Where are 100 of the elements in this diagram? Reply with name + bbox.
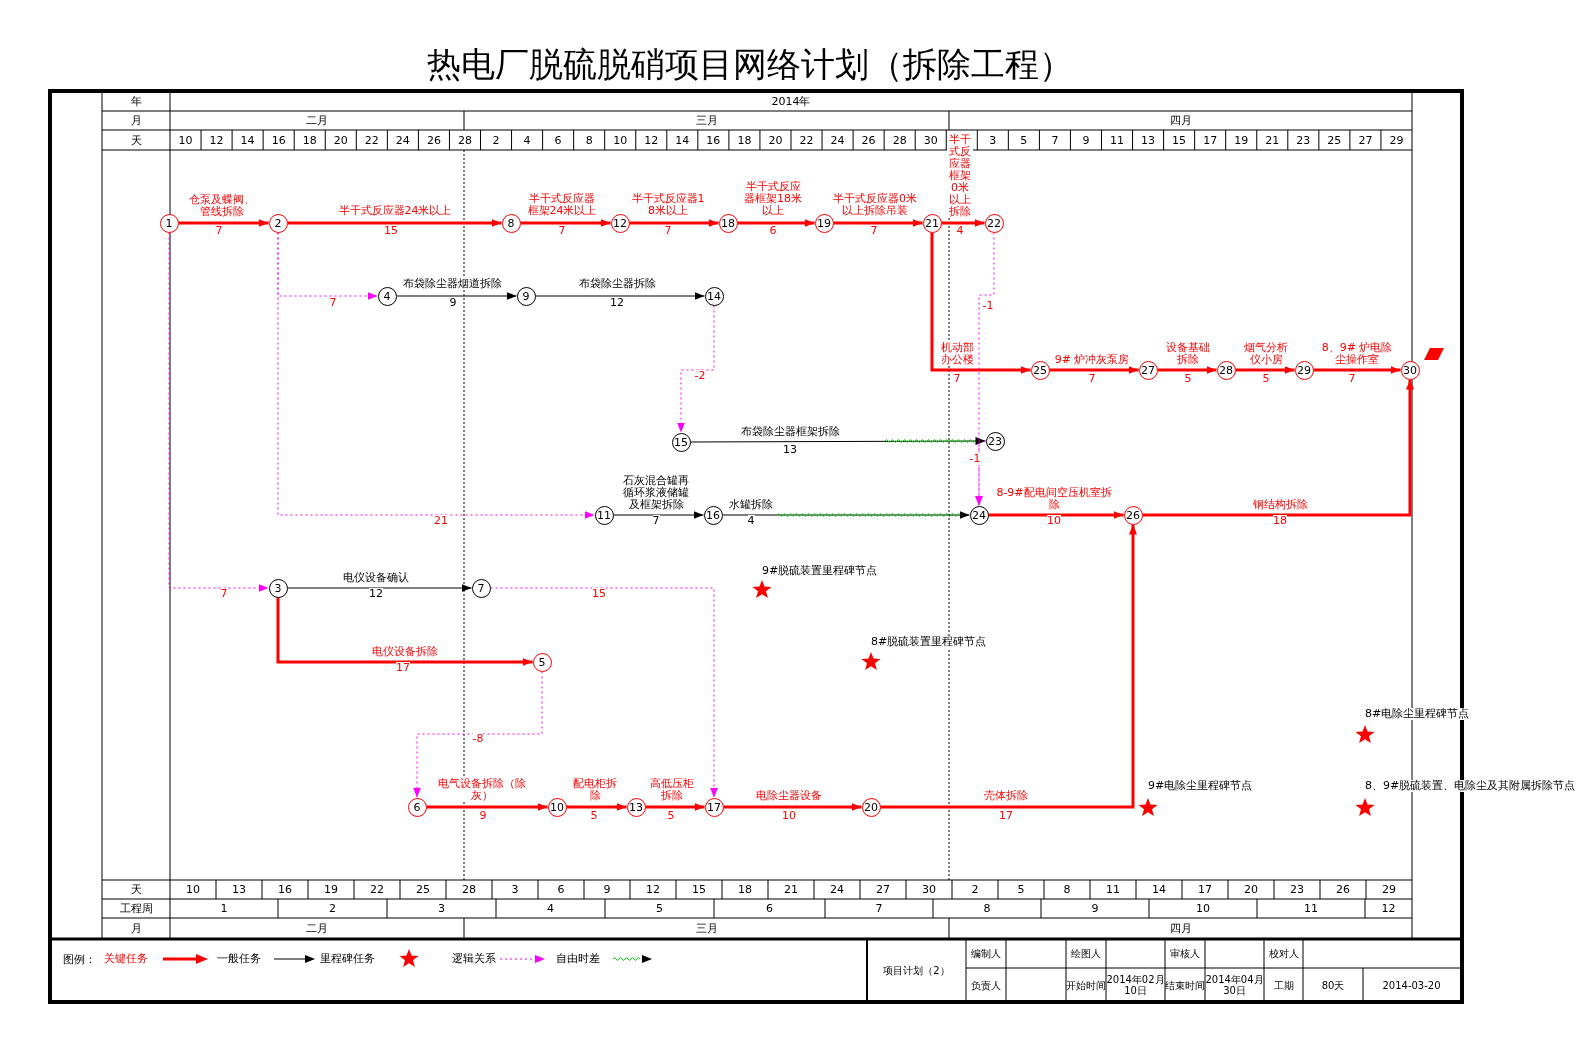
day-number: 8 bbox=[1063, 884, 1071, 895]
milestone-label: 8#电除尘里程碑节点 bbox=[1365, 708, 1470, 720]
duration-label: 17 bbox=[396, 662, 410, 674]
row-header: 年 bbox=[130, 96, 142, 107]
activity-label: 配电柜拆除 bbox=[570, 778, 620, 802]
week-number: 12 bbox=[1381, 903, 1396, 914]
row-header: 月 bbox=[130, 115, 142, 126]
day-number: 18 bbox=[302, 134, 317, 146]
month-label: 二月 bbox=[306, 115, 328, 126]
dotted-arrow bbox=[413, 671, 543, 798]
month-label: 二月 bbox=[306, 923, 328, 934]
arrow bbox=[722, 511, 970, 519]
duration-label: 7 bbox=[1348, 373, 1356, 385]
day-number: 16 bbox=[271, 134, 286, 146]
title-block-text: 2014年02月10日 bbox=[1106, 974, 1165, 996]
thick-arrow bbox=[1235, 366, 1295, 374]
day-number: 21 bbox=[1265, 134, 1280, 146]
day-number: 30 bbox=[923, 134, 938, 146]
duration-label: 4 bbox=[747, 515, 755, 527]
dotted-arrow bbox=[168, 232, 269, 592]
day-number: 11 bbox=[1106, 884, 1120, 895]
duration-label: 17 bbox=[999, 810, 1013, 822]
day-number: 5 bbox=[1020, 134, 1028, 146]
title-block-text: 负责人 bbox=[971, 979, 1001, 991]
week-number: 1 bbox=[220, 903, 228, 914]
thick-arrow bbox=[833, 219, 923, 227]
duration-label: 21 bbox=[434, 515, 448, 527]
week-number: 7 bbox=[875, 903, 883, 914]
thick-arrow bbox=[1142, 379, 1414, 517]
thick-arrow bbox=[426, 803, 548, 811]
activity-label: 水罐拆除 bbox=[729, 499, 773, 511]
day-number: 29 bbox=[1389, 134, 1404, 146]
day-number: 12 bbox=[644, 134, 659, 146]
day-number: 9 bbox=[1082, 134, 1090, 146]
activity-label: 钢结构拆除 bbox=[1252, 499, 1308, 511]
day-number: 12 bbox=[209, 134, 224, 146]
thick-arrow bbox=[178, 219, 269, 227]
row-header: 天 bbox=[130, 134, 142, 146]
month-label: 四月 bbox=[1169, 115, 1192, 126]
activity-label: 高低压柜拆除 bbox=[647, 778, 697, 802]
legend-label: 逻辑关系 bbox=[452, 952, 496, 965]
activity-label: 电仪设备拆除 bbox=[372, 646, 438, 658]
duration-label: 5 bbox=[667, 810, 675, 822]
activity-label: 半干式反应器24米以上 bbox=[338, 205, 452, 217]
title-block-text: 结束时间 bbox=[1165, 979, 1205, 991]
thick-arrow bbox=[723, 803, 862, 811]
day-number: 28 bbox=[457, 134, 472, 146]
thick-arrow bbox=[1157, 366, 1217, 374]
day-number: 28 bbox=[462, 884, 476, 895]
thick-arrow bbox=[520, 219, 611, 227]
activity-label: 半干式反应器18米以上 bbox=[630, 193, 706, 217]
legend-label: 里程碑任务 bbox=[320, 952, 375, 965]
title-block-text: 2014年04月30日 bbox=[1205, 974, 1264, 996]
day-number: 24 bbox=[830, 134, 845, 146]
arrow bbox=[613, 511, 704, 519]
activity-label: 半干式反应器框架0米以上拆除 bbox=[947, 134, 973, 218]
day-number: 27 bbox=[876, 884, 890, 895]
arrow bbox=[287, 584, 472, 592]
duration-label: 7 bbox=[1088, 373, 1096, 385]
title-block-text: 开始时间 bbox=[1066, 979, 1106, 991]
activity-label: 布袋除尘器拆除 bbox=[578, 278, 656, 290]
day-number: 16 bbox=[706, 134, 721, 146]
arrow bbox=[396, 292, 517, 300]
week-number: 5 bbox=[656, 903, 663, 914]
duration-label: 7 bbox=[220, 588, 228, 600]
duration-label: 5 bbox=[590, 810, 598, 822]
thick-arrow bbox=[287, 219, 502, 227]
day-number: 7 bbox=[1051, 134, 1059, 146]
diagram-title: 热电厂脱硫脱硝项目网络计划（拆除工程） bbox=[427, 43, 1073, 86]
title-block-text: 绘图人 bbox=[1071, 948, 1101, 959]
day-number: 8 bbox=[585, 134, 593, 146]
duration-label: 7 bbox=[558, 225, 566, 237]
activity-label: 电除尘器设备 bbox=[756, 790, 822, 802]
week-number: 11 bbox=[1304, 903, 1318, 914]
day-number: 14 bbox=[675, 134, 690, 146]
day-number: 18 bbox=[737, 134, 752, 146]
day-number: 12 bbox=[646, 884, 660, 895]
week-number: 6 bbox=[766, 903, 773, 914]
duration-label: -8 bbox=[472, 733, 484, 745]
day-number: 13 bbox=[232, 884, 246, 895]
day-number: 26 bbox=[426, 134, 441, 146]
week-number: 3 bbox=[438, 903, 445, 914]
day-number: 24 bbox=[830, 884, 844, 895]
day-number: 27 bbox=[1358, 134, 1373, 146]
day-number: 30 bbox=[922, 884, 936, 895]
duration-label: 7 bbox=[953, 373, 961, 385]
duration-label: 7 bbox=[664, 225, 672, 237]
row-header: 工程周 bbox=[119, 903, 153, 914]
duration-label: 10 bbox=[782, 810, 796, 822]
milestone-label: 9#脱硫装置里程碑节点 bbox=[762, 565, 878, 577]
day-number: 3 bbox=[511, 884, 519, 895]
milestone-label: 8#脱硫装置里程碑节点 bbox=[871, 636, 987, 648]
day-number: 3 bbox=[989, 134, 997, 146]
dotted-arrow bbox=[677, 305, 715, 433]
day-number: 20 bbox=[1244, 884, 1258, 895]
month-label: 四月 bbox=[1169, 923, 1192, 934]
duration-label: 10 bbox=[1047, 515, 1061, 527]
day-number: 24 bbox=[395, 134, 410, 146]
duration-label: 13 bbox=[783, 444, 797, 456]
title-block-text: 2014-03-20 bbox=[1382, 979, 1441, 991]
